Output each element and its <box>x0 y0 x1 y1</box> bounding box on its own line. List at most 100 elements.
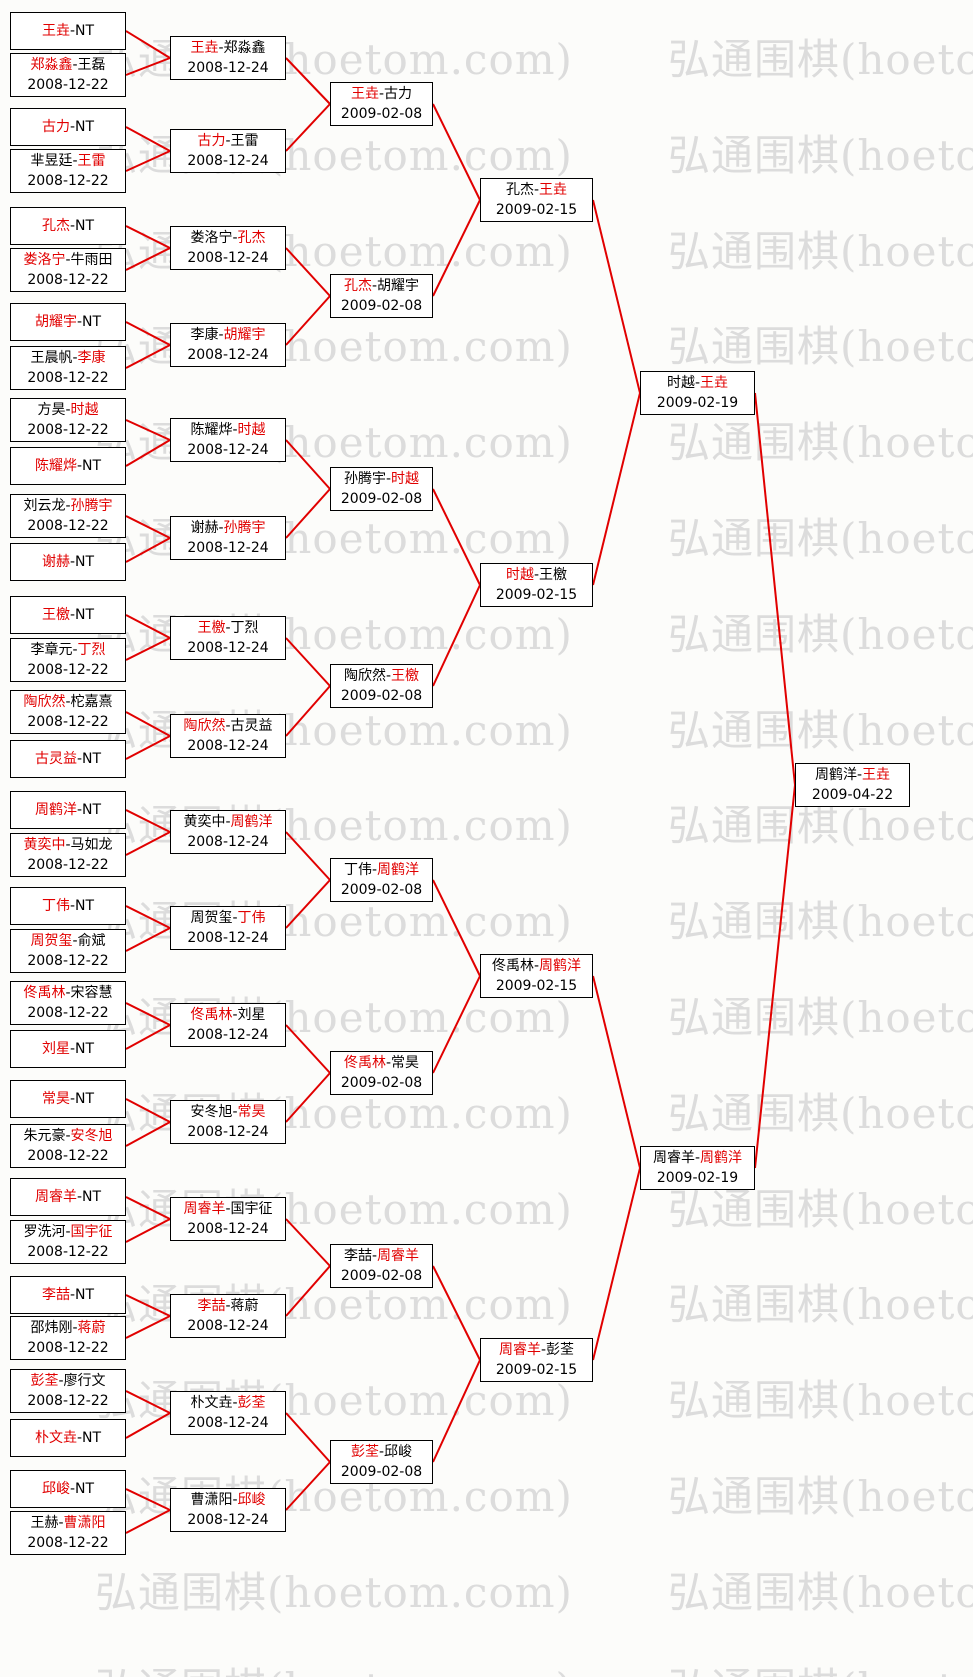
match-players: 孔杰-NT <box>42 216 94 236</box>
player-name: 时越 <box>666 375 695 391</box>
bracket-connector <box>125 1315 171 1339</box>
bracket-connector <box>125 321 171 346</box>
player-separator: - <box>72 350 78 366</box>
player-name: NT <box>82 1189 102 1205</box>
player-separator: - <box>540 1342 547 1358</box>
bracket-connector <box>125 150 171 172</box>
player-name: NT <box>75 607 95 623</box>
player-separator: - <box>76 1189 83 1205</box>
match-players: 孔杰-胡耀宇 <box>344 276 419 296</box>
match-date: 2008-12-22 <box>27 1005 109 1021</box>
player-separator: - <box>232 230 238 246</box>
bracket-connector <box>285 1412 331 1463</box>
player-name: 周贺玺 <box>190 910 233 926</box>
player-name: 邵炜刚 <box>30 1320 73 1336</box>
bracket-connector <box>125 905 171 929</box>
player-separator: - <box>76 802 83 818</box>
match-date: 2008-12-24 <box>187 834 269 850</box>
player-separator: - <box>232 1104 238 1120</box>
player-name: 王垚 <box>41 23 70 39</box>
bracket-connector <box>125 614 171 639</box>
bracket-connector <box>125 927 171 952</box>
match-players: 周睿羊-NT <box>35 1187 101 1207</box>
player-name: 陶欣然 <box>343 668 386 684</box>
player-separator: - <box>533 182 540 198</box>
player-name: 朱元豪 <box>23 1128 66 1144</box>
match-players: 陈耀烨-NT <box>35 456 101 476</box>
watermark-row: 弘通围棋(hoetom.com)弘通围棋(hoetom.com) <box>95 1559 973 1620</box>
watermark-text: 弘通围棋(hoetom.com) <box>667 130 973 180</box>
match-box-r1-5: 孔杰-NT <box>10 207 126 245</box>
bracket-connector <box>125 1002 171 1026</box>
match-date: 2008-12-24 <box>187 1221 269 1237</box>
match-players: 周睿羊-周鹤洋 <box>653 1148 742 1168</box>
player-separator: - <box>218 40 224 56</box>
match-players: 陶欣然-王檄 <box>344 666 419 686</box>
match-players: 李章元-丁烈 <box>30 640 105 660</box>
bracket-connector <box>285 831 331 881</box>
match-players: 丁伟-NT <box>42 896 94 916</box>
bracket-connector <box>754 784 796 1169</box>
match-date: 2009-02-08 <box>340 106 423 122</box>
player-name: 孔杰 <box>237 230 266 246</box>
player-name: 安冬旭 <box>190 1104 233 1120</box>
match-players: 古灵益-NT <box>35 749 101 769</box>
bracket-connector <box>592 1167 641 1361</box>
player-separator: - <box>69 1041 76 1057</box>
match-players: 邵炜刚-蒋蔚 <box>30 1318 105 1338</box>
player-name: 廖行文 <box>63 1373 106 1389</box>
bracket-connector <box>125 1412 171 1439</box>
match-players: 芈昱廷-王雷 <box>30 151 105 171</box>
player-separator: - <box>58 1373 64 1389</box>
player-separator: - <box>225 814 231 830</box>
match-date: 2008-12-24 <box>187 1124 269 1140</box>
match-players: 陈耀烨-时越 <box>190 420 265 440</box>
player-name: 孙腾宇 <box>223 520 266 536</box>
bracket-connector <box>285 57 331 105</box>
match-players: 常昊-NT <box>42 1089 94 1109</box>
player-name: 佟禹林 <box>343 1055 386 1071</box>
player-name: 周睿羊 <box>377 1248 420 1264</box>
player-separator: - <box>694 375 701 391</box>
match-players: 刘星-NT <box>42 1039 94 1059</box>
player-name: NT <box>75 1287 95 1303</box>
match-date: 2009-02-15 <box>495 978 578 994</box>
player-separator: - <box>856 767 863 783</box>
match-players: 周睿羊-彭荃 <box>499 1340 574 1360</box>
match-players: 黄奕中-周鹤洋 <box>183 812 272 832</box>
bracket-connector <box>125 515 171 539</box>
player-separator: - <box>694 1150 701 1166</box>
bracket-connector <box>125 809 171 833</box>
match-date: 2009-02-08 <box>340 1075 423 1091</box>
match-date: 2008-12-24 <box>187 250 269 266</box>
bracket-connector <box>432 488 481 586</box>
player-separator: - <box>232 910 238 926</box>
player-name: 郑淼鑫 <box>30 57 73 73</box>
match-date: 2008-12-22 <box>27 1393 109 1409</box>
match-date: 2008-12-24 <box>187 540 269 556</box>
player-name: 彭荃 <box>350 1444 379 1460</box>
match-date: 2009-02-08 <box>340 298 423 314</box>
match-players: 周睿羊-国宇征 <box>183 1199 272 1219</box>
player-name: NT <box>82 314 102 330</box>
match-players: 佟禹林-宋容慧 <box>23 983 112 1003</box>
match-date: 2009-02-15 <box>495 1362 578 1378</box>
player-name: 彭荃 <box>30 1373 59 1389</box>
watermark-text: 弘通围棋(hoetom.com) <box>95 1655 573 1677</box>
player-name: NT <box>75 119 95 135</box>
bracket-connector <box>125 1024 171 1050</box>
player-name: 李章元 <box>30 642 73 658</box>
player-name: 王檄 <box>41 607 70 623</box>
player-name: 孔杰 <box>41 218 70 234</box>
bracket-connector <box>125 537 171 563</box>
match-players: 时越-王檄 <box>506 565 567 585</box>
